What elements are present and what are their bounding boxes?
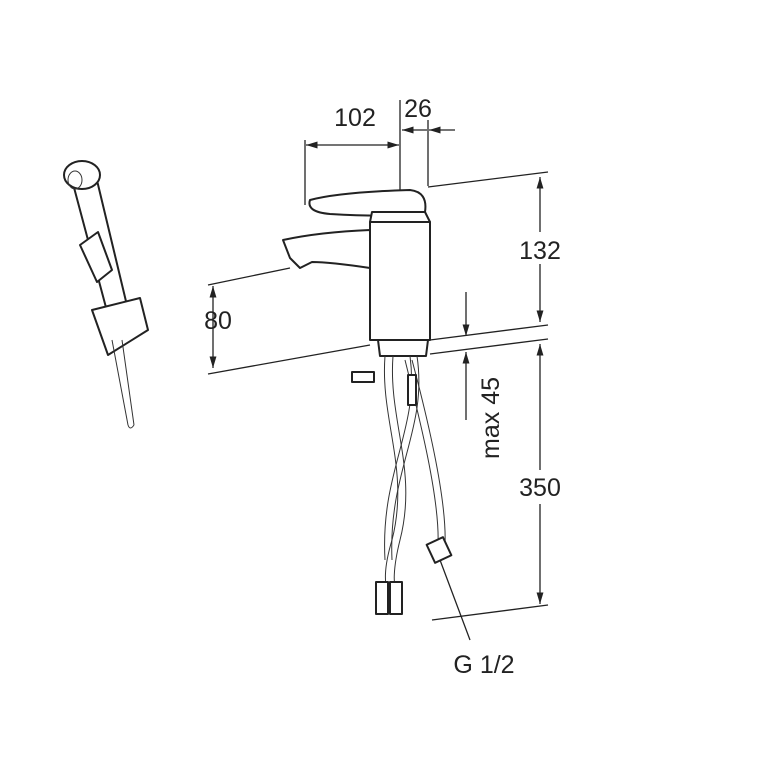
hand-shower <box>63 160 149 429</box>
thread-label: G 1/2 <box>453 651 514 679</box>
dim-350-label: 350 <box>519 474 561 502</box>
dim-max45-label: max 45 <box>477 377 505 459</box>
dim-80-label: 80 <box>204 307 232 335</box>
dimension-lines <box>207 100 549 641</box>
dim-132-label: 132 <box>519 237 561 265</box>
faucet <box>282 189 453 615</box>
dim-102-label: 102 <box>334 104 376 132</box>
dim-26-label: 26 <box>404 95 432 123</box>
